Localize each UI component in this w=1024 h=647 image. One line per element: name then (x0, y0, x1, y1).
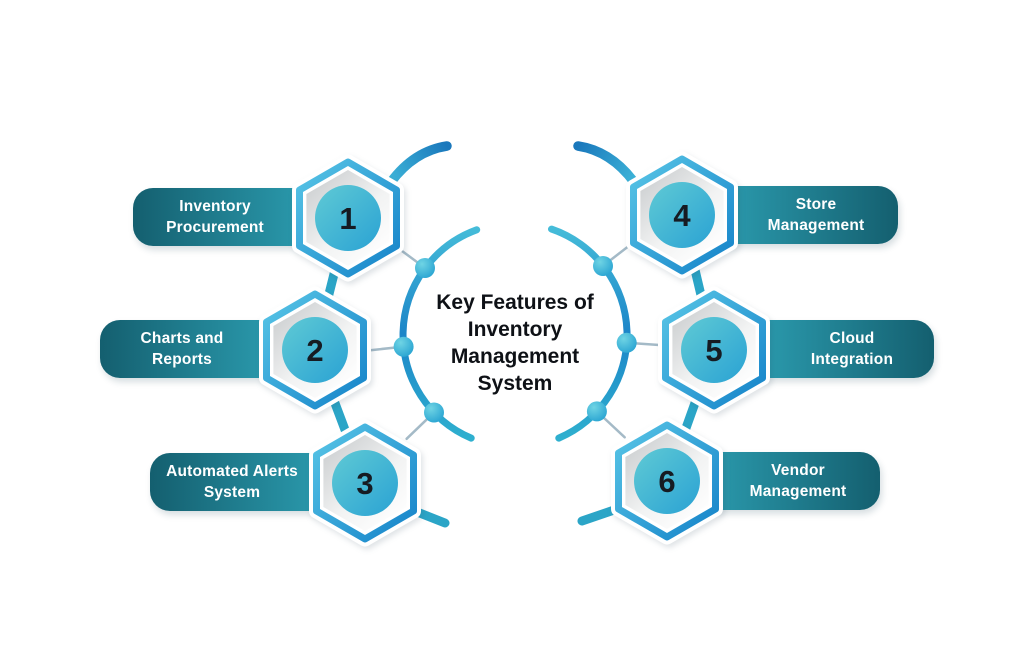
branch-curve-top-left (386, 141, 452, 187)
feature-hexagon-1: 1 (290, 154, 406, 282)
title-line-2: Inventory (467, 318, 563, 341)
feature-hexagon-4: 4 (624, 151, 740, 279)
arc-node (393, 336, 414, 357)
feature-hexagon-6: 6 (609, 417, 725, 545)
feature-number: 4 (673, 197, 691, 233)
feature-label-line: Reports (152, 351, 212, 368)
feature-label-4: Store Management (768, 194, 865, 236)
feature-number: 6 (658, 463, 676, 499)
arc-node (424, 402, 444, 423)
feature-label-line: System (203, 484, 261, 501)
diagram-title: Key Features of Inventory Management Sys… (412, 289, 618, 397)
title-line-1: Key Features of (436, 291, 594, 314)
feature-label-line: Automated Alerts (166, 463, 298, 480)
feature-label-line: Vendor (771, 462, 825, 479)
feature-label-line: Store (795, 196, 837, 213)
feature-number: 5 (705, 332, 723, 368)
number-badge-1: 1 (315, 185, 381, 251)
feature-number: 1 (339, 200, 357, 236)
feature-label-line: Charts and (140, 330, 224, 347)
title-line-3: Management (450, 345, 580, 368)
number-badge-4: 4 (649, 182, 715, 248)
feature-label-6: Vendor Management (750, 460, 847, 502)
feature-label-line: Management (767, 217, 865, 234)
feature-number: 2 (306, 332, 324, 368)
arc-node (593, 256, 613, 276)
feature-label-line: Management (749, 483, 847, 500)
feature-label-line: Procurement (166, 219, 264, 236)
feature-label-1: Inventory Procurement (166, 196, 264, 238)
arc-nodes (393, 256, 637, 423)
feature-label-2: Charts and Reports (141, 328, 224, 370)
feature-number: 3 (356, 465, 374, 501)
number-badge-6: 6 (634, 448, 700, 514)
number-badge-2: 2 (282, 317, 348, 383)
arc-node (586, 401, 607, 422)
number-badge-3: 3 (332, 450, 398, 516)
feature-label-line: Cloud (829, 330, 875, 347)
feature-hexagon-2: 2 (257, 286, 373, 414)
number-badge-5: 5 (681, 317, 747, 383)
title-line-4: System (477, 372, 553, 395)
feature-label-5: Cloud Integration (811, 328, 893, 370)
feature-label-3: Automated Alerts System (166, 461, 298, 503)
arc-node (616, 332, 637, 353)
arc-tick (405, 417, 429, 441)
feature-hexagon-5: 5 (656, 286, 772, 414)
arc-node (415, 258, 435, 278)
branch-curve-top-right (573, 141, 639, 187)
feature-label-line: Inventory (179, 198, 251, 215)
feature-hexagon-3: 3 (307, 419, 423, 547)
arc-tick (602, 416, 626, 439)
feature-label-line: Integration (810, 351, 894, 368)
